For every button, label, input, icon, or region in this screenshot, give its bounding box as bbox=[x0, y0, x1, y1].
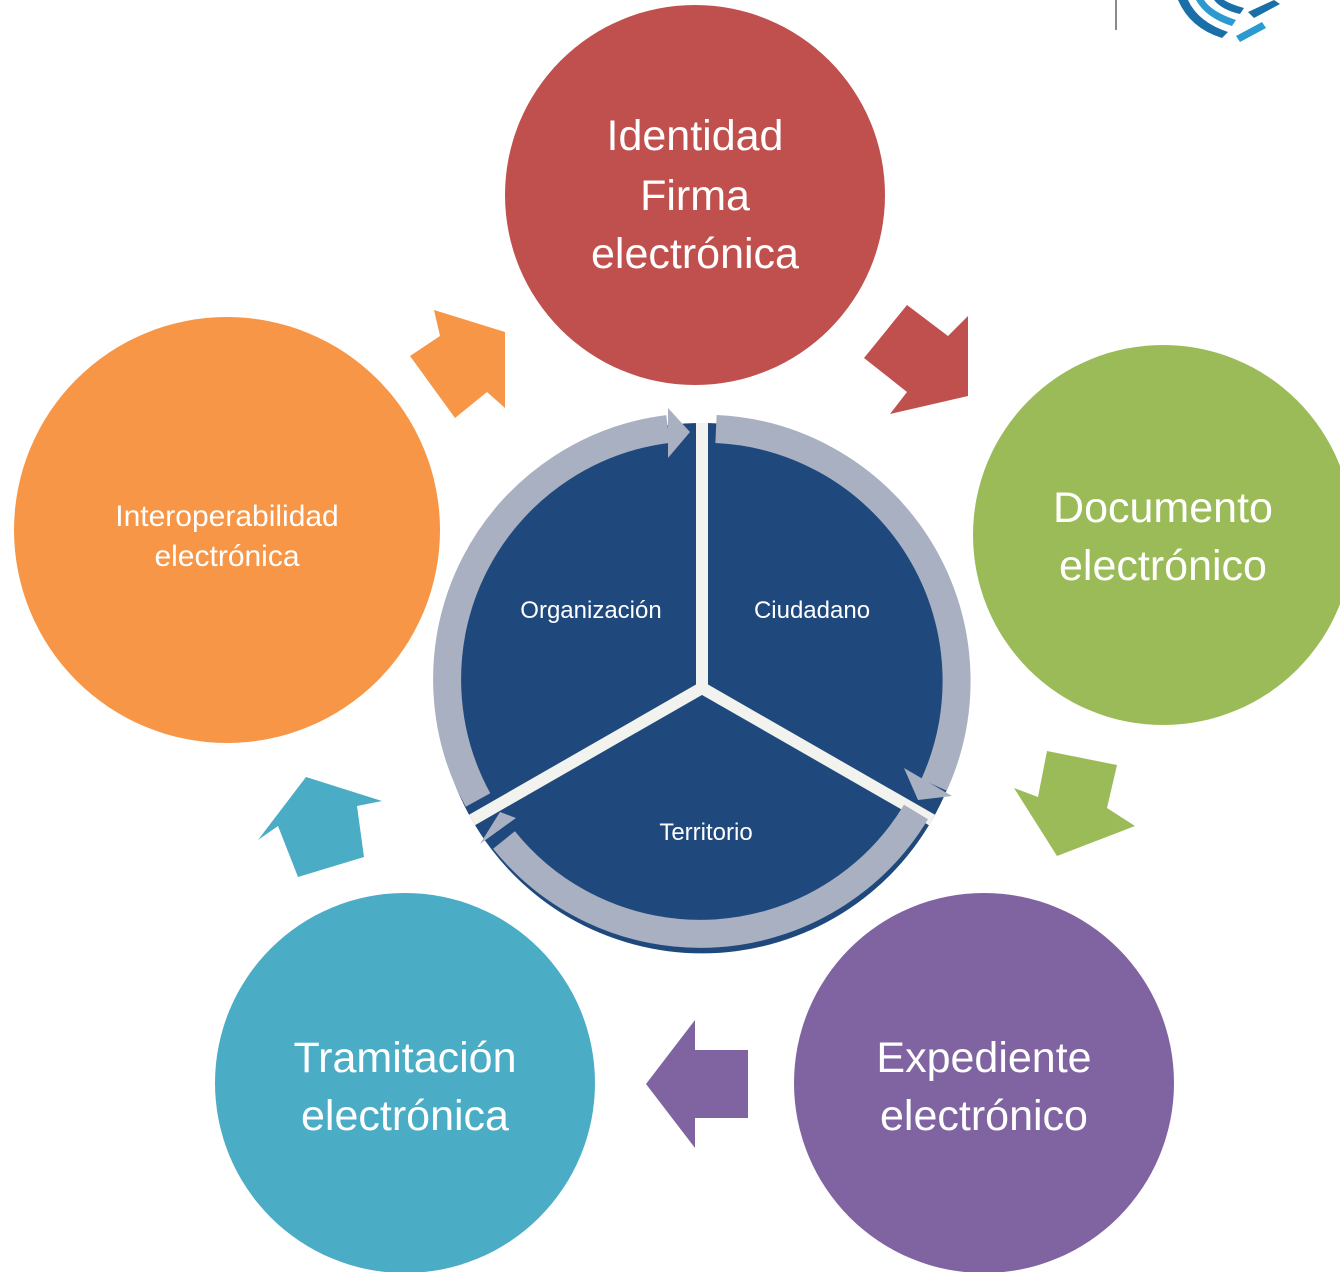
center-label-organizacion: Organización bbox=[520, 597, 661, 624]
expediente-line1: Expediente bbox=[876, 1034, 1091, 1082]
arrow-expediente-to-tramitacion bbox=[646, 1020, 748, 1148]
arrow-tramitacion-to-interoperabilidad bbox=[258, 777, 382, 877]
identidad-line2: Firma bbox=[640, 172, 750, 220]
center-ring bbox=[433, 408, 971, 948]
documento-line2: electrónico bbox=[1059, 542, 1267, 590]
node-expediente-circle bbox=[794, 893, 1174, 1272]
tramitacion-line2: electrónica bbox=[301, 1092, 509, 1140]
interoperabilidad-line2: electrónica bbox=[154, 540, 299, 573]
identidad-line3: electrónica bbox=[591, 230, 799, 278]
center-label-ciudadano: Ciudadano bbox=[754, 597, 870, 624]
node-identidad-circle bbox=[505, 5, 885, 385]
arrow-identidad-to-documento bbox=[864, 305, 968, 414]
node-tramitacion-circle bbox=[215, 893, 595, 1272]
center-separators bbox=[469, 423, 935, 826]
node-documento-circle bbox=[973, 345, 1340, 725]
center-label-territorio: Territorio bbox=[659, 819, 752, 846]
node-interoperabilidad-circle bbox=[14, 317, 440, 743]
arrow-documento-to-expediente bbox=[1014, 751, 1135, 856]
expediente-line2: electrónico bbox=[880, 1092, 1088, 1140]
logo-icon bbox=[1115, 0, 1280, 42]
tramitacion-line1: Tramitación bbox=[293, 1034, 516, 1082]
identidad-line1: Identidad bbox=[607, 112, 784, 160]
documento-line1: Documento bbox=[1053, 484, 1273, 532]
arrow-interoperabilidad-to-identidad bbox=[410, 310, 505, 418]
interoperabilidad-line1: Interoperabilidad bbox=[115, 500, 339, 533]
